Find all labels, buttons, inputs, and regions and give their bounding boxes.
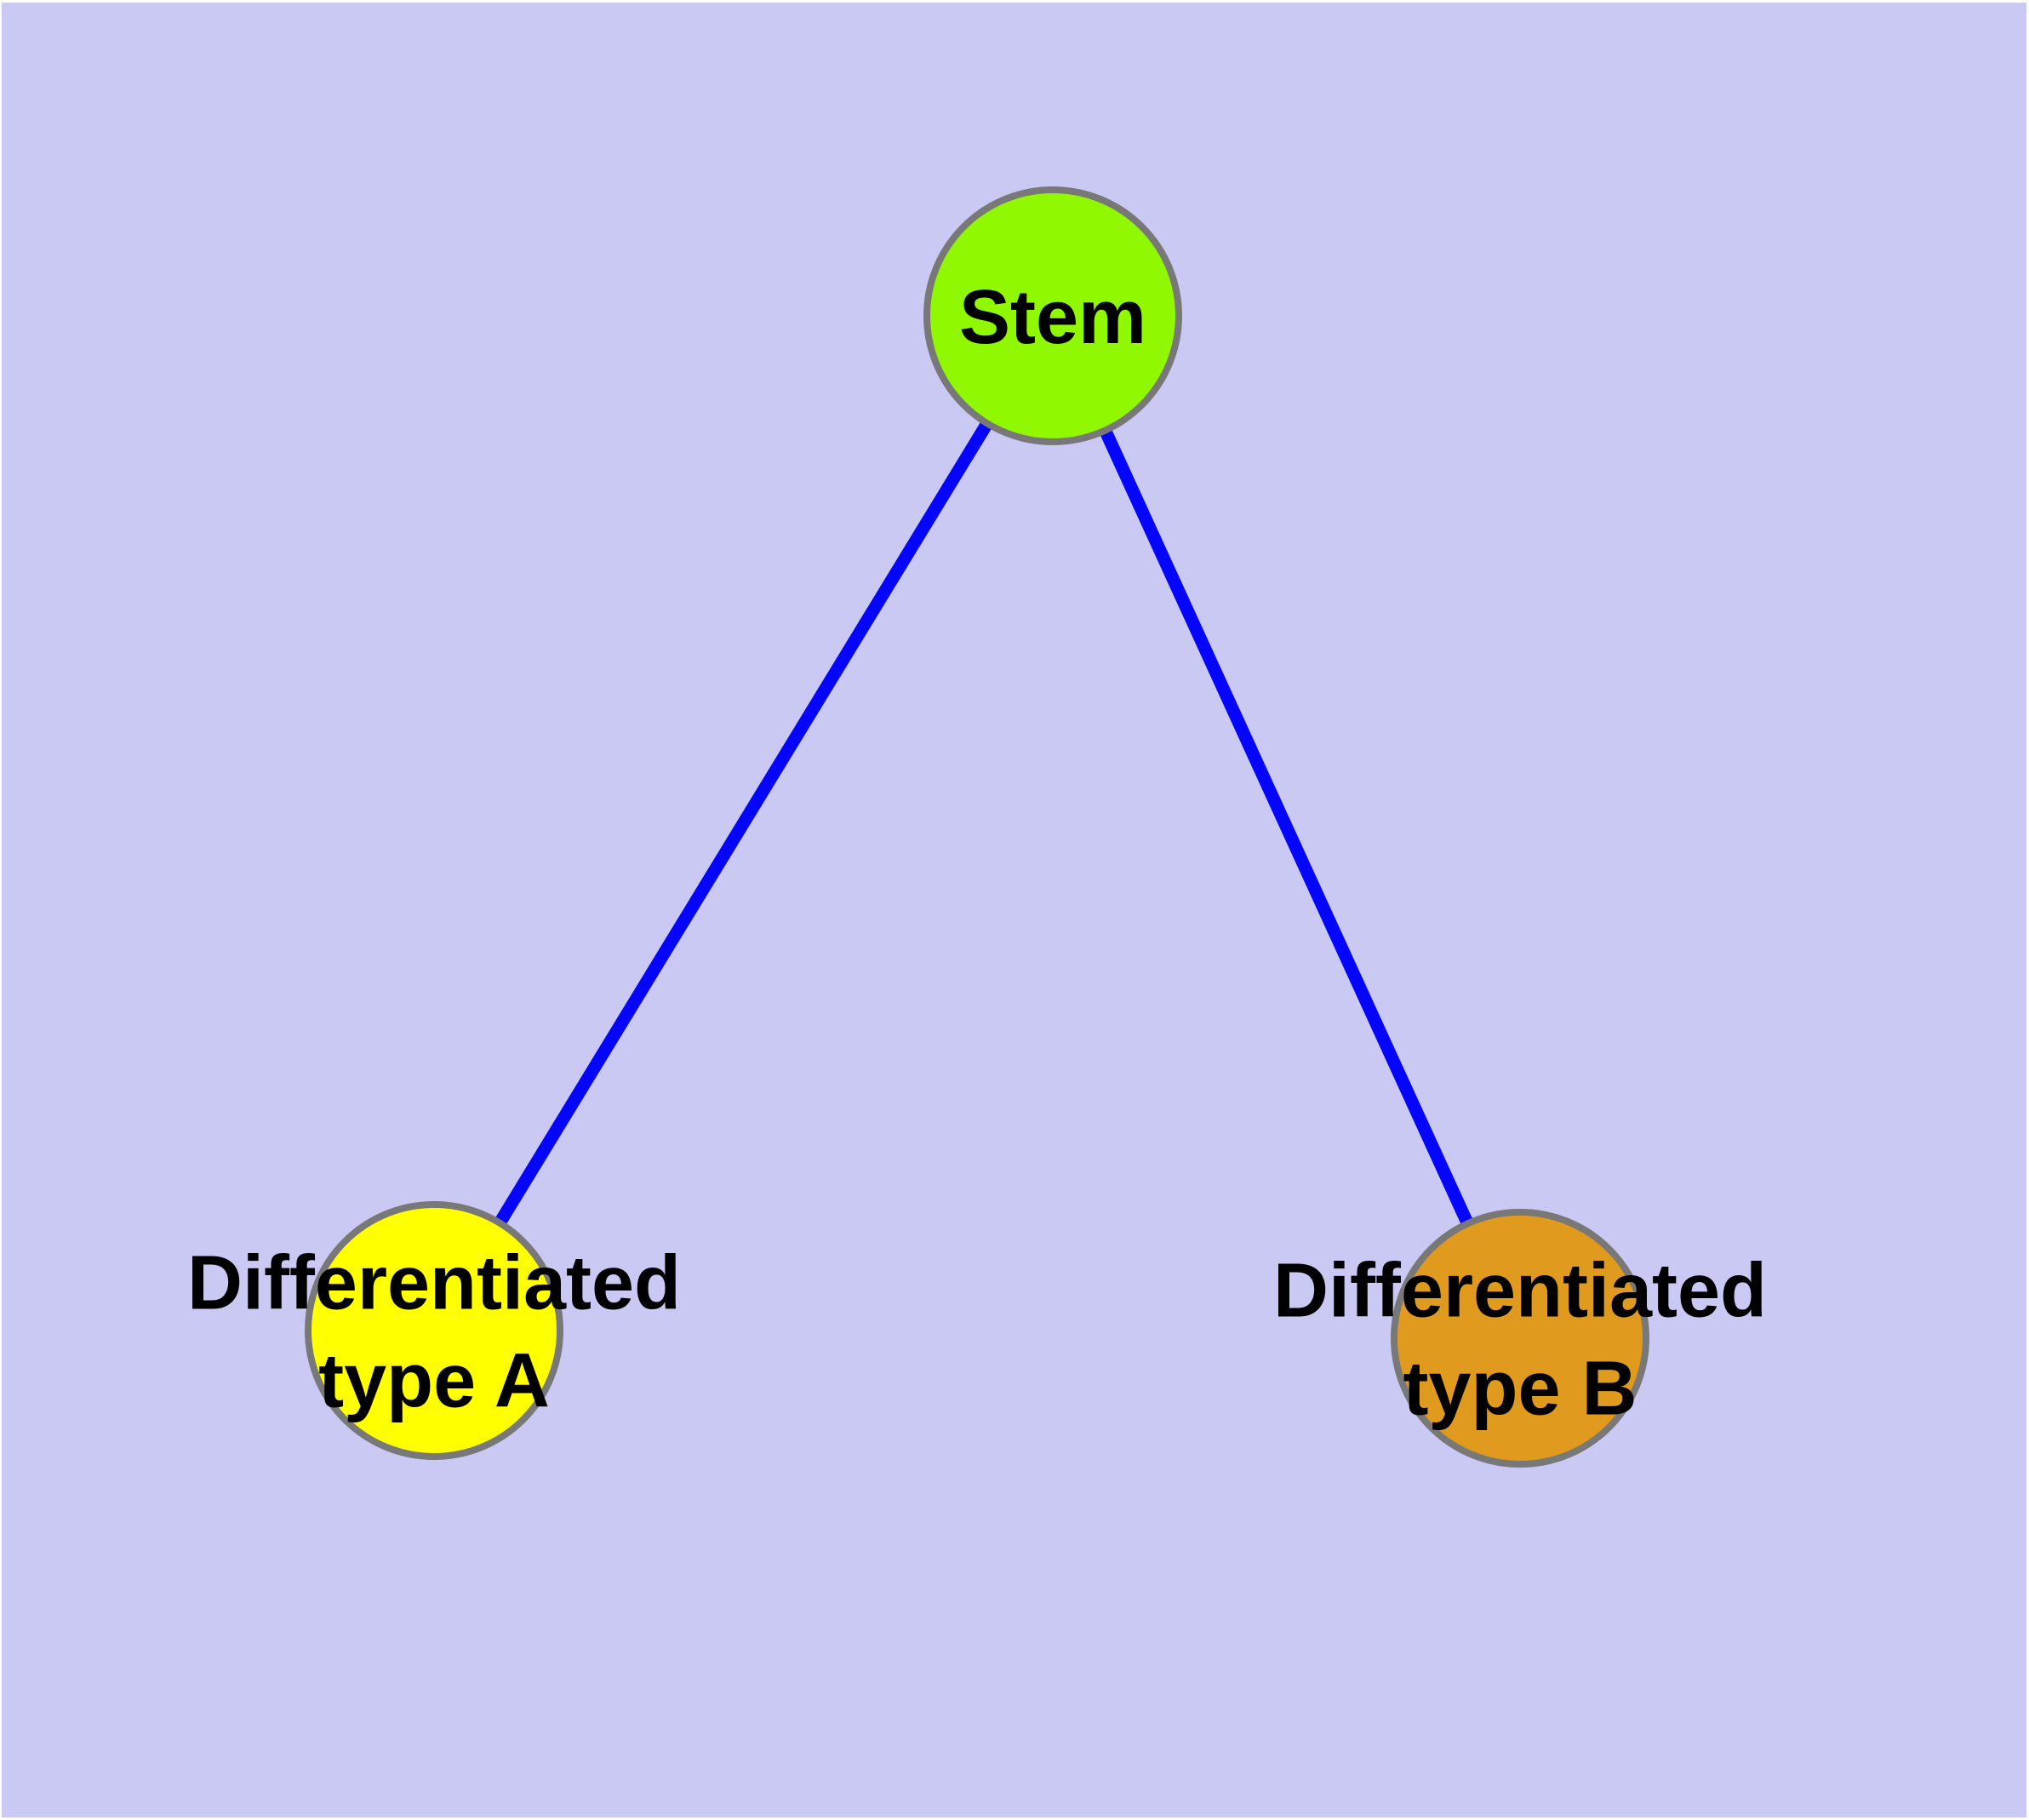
edge-stem-to-differentiated-type-b [1099,427,1474,1227]
node-differentiated-type-b-circle [1391,1209,1649,1468]
node-differentiated-type-a-circle [305,1201,563,1460]
node-differentiated-type-b-label-line: type B [1403,1347,1637,1432]
node-differentiated-type-b-label-line: Differentiated [1273,1249,1767,1334]
node-stem-label-line: Stem [959,275,1146,360]
edge-stem-to-differentiated-type-a [494,420,993,1227]
node-differentiated-type-a-label-line: type A [318,1339,550,1424]
node-differentiated-type-a: Differentiated type A [187,1201,681,1460]
node-stem: Stem [923,186,1182,445]
node-differentiated-type-b: Differentiated type B [1273,1209,1767,1468]
node-differentiated-type-a-label-line: Differentiated [187,1241,681,1326]
node-stem-circle [923,186,1182,445]
